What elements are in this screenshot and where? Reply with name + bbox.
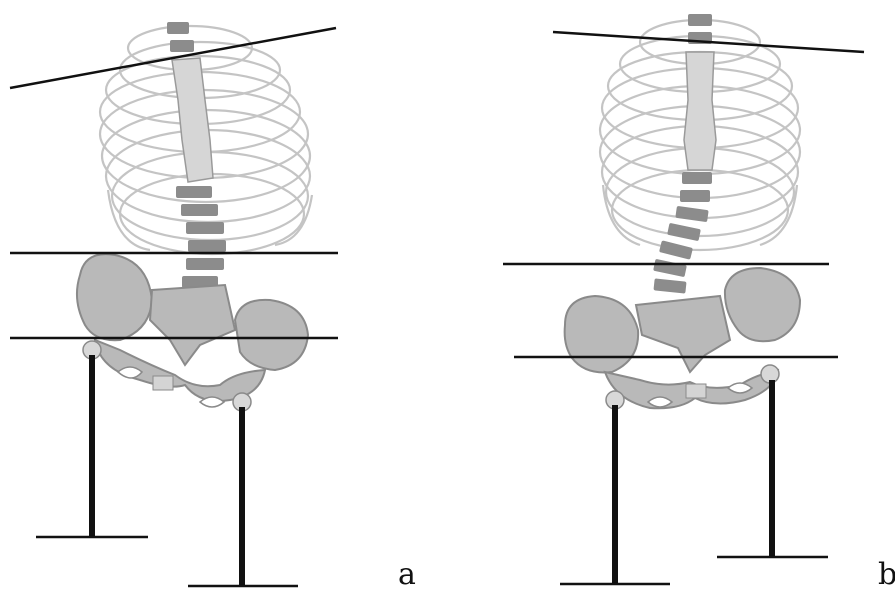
pubic-symphysis-a <box>153 376 173 390</box>
panel-label-a: a <box>398 560 416 590</box>
sternum-b <box>684 52 716 170</box>
legs-b <box>560 380 828 584</box>
panel-label-b: b <box>878 560 895 590</box>
panel-b <box>503 14 864 584</box>
panel-a <box>10 22 338 586</box>
sternum-a <box>172 58 213 182</box>
shoulder-line-a <box>10 28 336 88</box>
pubic-symphysis-b <box>686 384 706 398</box>
